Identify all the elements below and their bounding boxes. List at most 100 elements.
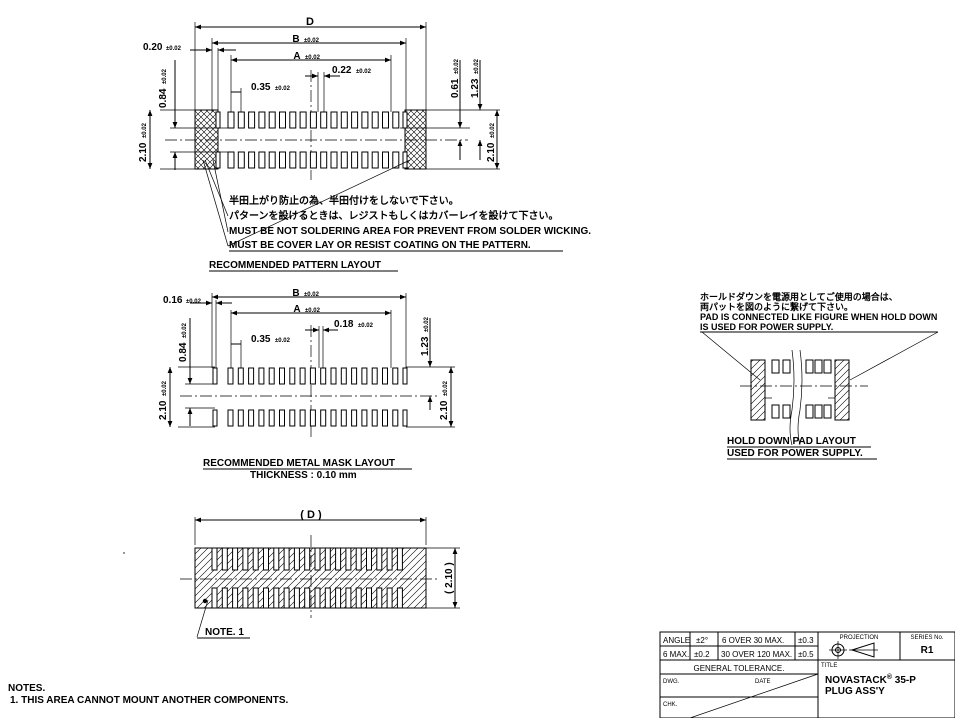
mask-pad — [371, 367, 378, 385]
pattern-pad — [279, 151, 286, 169]
area-slot — [304, 587, 311, 609]
notes-item1: 1. THIS AREA CANNOT MOUNT ANOTHER COMPON… — [10, 695, 289, 706]
notes-title: NOTES. — [8, 683, 45, 694]
pattern-pad — [330, 151, 338, 169]
mask-dim-a-tol: ±0.02 — [305, 308, 321, 314]
mask-pad — [340, 409, 347, 427]
area-slot — [376, 587, 383, 609]
mask-pad — [212, 409, 218, 427]
holddown-pad — [805, 359, 814, 374]
pattern-pad — [361, 151, 369, 169]
area-slot — [355, 587, 362, 609]
pattern-pad — [227, 111, 235, 129]
dim-b-label: B — [292, 34, 299, 45]
mask-pad — [371, 409, 378, 427]
mask-dim-a-label: A — [293, 304, 300, 315]
mask-pad — [340, 367, 347, 385]
no-mount-area: ( D ) ( 2.10 ) NOTE. 1 — [180, 509, 460, 639]
area-note-label: NOTE. 1 — [205, 627, 244, 638]
tb-title-line2: PLUG ASS'Y — [825, 686, 885, 697]
mask-dim-018-label: 0.18 — [334, 319, 354, 330]
dim-022-label: 0.22 — [332, 65, 352, 76]
pattern-pad — [351, 111, 359, 129]
pattern-pad — [268, 111, 276, 129]
mask-dim-210-left-tol: ±0.02 — [162, 380, 168, 396]
pattern-pad — [215, 151, 221, 169]
mask-pad — [309, 409, 316, 427]
area-slot — [221, 547, 228, 571]
pattern-pad — [289, 111, 297, 129]
pattern-pad — [248, 111, 256, 129]
mask-pad — [268, 409, 275, 427]
area-slot — [211, 547, 218, 571]
mask-pad — [299, 367, 306, 385]
mask-pad — [279, 367, 285, 385]
pattern-pad — [361, 111, 369, 129]
tb-r2d: ±0.5 — [798, 650, 814, 659]
holddown-pad — [782, 404, 791, 419]
area-slot — [335, 547, 342, 571]
pattern-pad — [289, 151, 297, 169]
mask-pad — [299, 409, 306, 427]
holddown-pads — [771, 359, 832, 419]
area-slot — [283, 547, 290, 571]
tb-reg: ® — [887, 673, 893, 681]
mask-pad — [320, 409, 327, 427]
holddown-pad — [823, 404, 832, 419]
area-slot — [252, 547, 259, 571]
area-slot — [263, 547, 269, 571]
dim-123-tol: ±0.02 — [474, 58, 480, 74]
mask-dim-210-right-label: 2.10 — [439, 400, 450, 420]
tb-r1a: 6 OVER 30 MAX. — [722, 636, 784, 645]
pattern-pad — [382, 151, 389, 169]
tb-title1b: 35-P — [892, 675, 916, 686]
tb-date: DATE — [755, 679, 771, 685]
mask-pad — [227, 367, 234, 385]
mask-pad — [227, 409, 234, 427]
dim-b-tol: ±0.02 — [304, 38, 320, 44]
pattern-pad — [330, 111, 338, 129]
tb-angle-tol: ±2° — [696, 636, 708, 645]
holddown-pad — [771, 359, 780, 374]
title-block: ANGLE ±2° 6 OVER 30 MAX. ±0.3 6 MAX. ±0.… — [659, 631, 955, 718]
pattern-pad — [320, 151, 328, 169]
mask-pad — [289, 367, 296, 385]
holddown-pad — [782, 359, 791, 374]
holddown-pad — [814, 404, 823, 419]
mask-dim-210-left-label: 2.10 — [158, 400, 169, 420]
pattern-pad — [320, 111, 328, 129]
area-slot — [252, 587, 259, 609]
projection-symbol-icon — [829, 641, 878, 659]
mask-pad — [309, 367, 316, 385]
area-slot — [273, 547, 280, 571]
dim-210-right-tol: ±0.02 — [490, 122, 496, 138]
mask-dim-084-label: 0.84 — [178, 342, 189, 362]
area-slot — [273, 587, 280, 609]
tb-chk: CHK. — [663, 702, 678, 708]
pattern-pad — [351, 151, 359, 169]
tb-title-line1: NOVASTACK® 35-P — [825, 673, 916, 686]
mask-dim-123-tol: ±0.02 — [424, 316, 430, 332]
area-slot — [211, 587, 218, 609]
dim-061-label: 0.61 — [450, 78, 461, 98]
tb-r2b: ±0.2 — [694, 650, 710, 659]
mask-pad — [392, 367, 399, 385]
mask-pad — [237, 409, 244, 427]
mask-pad — [258, 367, 265, 385]
area-slot — [242, 547, 249, 571]
tb-r1b: ±0.3 — [798, 636, 814, 645]
pattern-pad — [237, 151, 245, 169]
mask-pad — [382, 367, 388, 385]
pattern-note-jp2: パターンを設けるときは、レジストもしくはカバーレイを設けて下さい。 — [229, 209, 559, 222]
pattern-note-jp1: 半田上がり防止の為、半田付けをしないで下さい。 — [229, 194, 459, 207]
pattern-pad — [392, 151, 400, 169]
dim-022-tol: ±0.02 — [356, 69, 372, 75]
dim-210-left-label: 2.10 — [138, 142, 149, 162]
dim-123-label: 1.23 — [470, 78, 481, 98]
pattern-pad — [309, 151, 317, 169]
notes-block: NOTES. 1. THIS AREA CANNOT MOUNT ANOTHER… — [8, 552, 289, 706]
holddown-pad — [814, 359, 823, 374]
mask-dim-123-label: 1.23 — [420, 336, 431, 356]
mask-pad — [402, 367, 408, 385]
dim-061-tol: ±0.02 — [454, 58, 460, 74]
